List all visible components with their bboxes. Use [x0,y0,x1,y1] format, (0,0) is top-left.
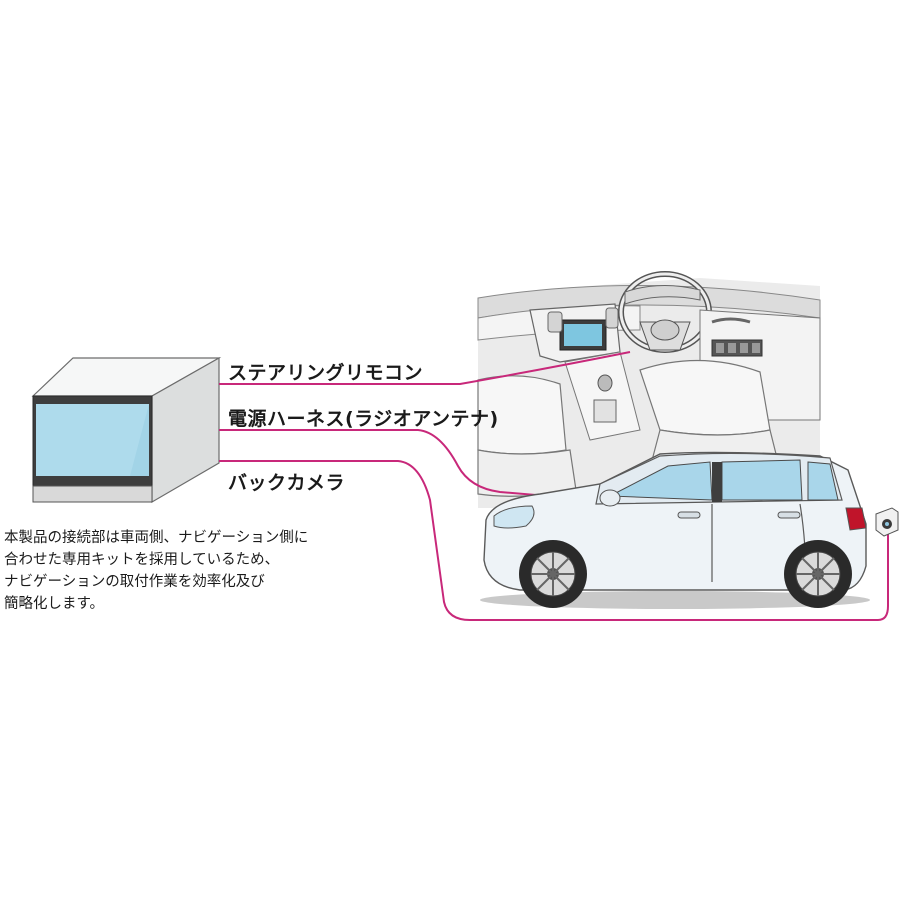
back-camera-device [875,507,899,537]
car-exterior-illustration [480,451,870,609]
rear-wheel [784,540,852,608]
front-wheel [519,540,587,608]
power-harness-label: 電源ハーネス(ラジオアンテナ) [228,408,499,430]
steering-remote-label: ステアリングリモコン [228,362,424,384]
connector-lines [219,351,889,621]
description-line: 合わせた専用キットを採用しているため、 [4,552,280,568]
power-harness-line [219,429,549,512]
back-camera-line [219,460,889,621]
back-camera-label: バックカメラ [228,472,346,494]
description-line: 簡略化します。 [4,596,105,612]
steering-remote-line [219,351,631,385]
description-text: 本製品の接続部は車両側、ナビゲーション側に 合わせた専用キットを採用しているため… [4,527,374,615]
description-line: 本製品の接続部は車両側、ナビゲーション側に [4,530,309,546]
head-unit-box [31,356,222,504]
description-line: ナビゲーションの取付作業を効率化及び [4,574,265,590]
